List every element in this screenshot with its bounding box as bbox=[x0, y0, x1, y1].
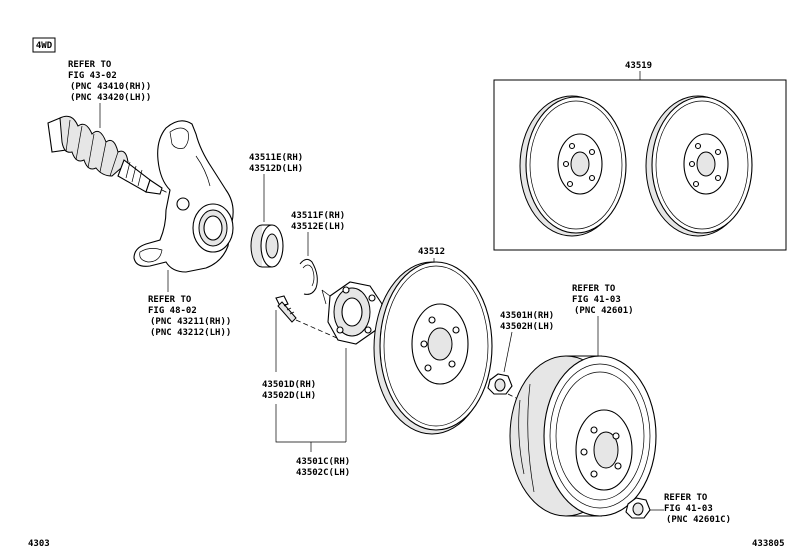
nut-label-rh: 43501H(RH) bbox=[500, 311, 554, 321]
ref-wheel-nut-line2: FIG 41-03 bbox=[664, 504, 713, 514]
drive-shaft-part[interactable] bbox=[47, 115, 179, 199]
nut-label-lh: 43502H(LH) bbox=[500, 322, 554, 332]
footer-left-code: 4303 bbox=[28, 539, 50, 549]
bearing-label-rh: 43511E(RH) bbox=[249, 153, 303, 163]
snap-ring-label-rh: 43511F(RH) bbox=[291, 211, 345, 221]
ref-wheel-nut-line3: (PNC 42601C) bbox=[666, 515, 731, 525]
4wd-badge: 4WD bbox=[32, 37, 56, 53]
hub-bolt-part[interactable] bbox=[275, 295, 297, 323]
snap-ring-label-lh: 43512E(LH) bbox=[291, 222, 345, 232]
wheel-part[interactable] bbox=[509, 355, 657, 517]
ref-driveshaft-line2: FIG 43-02 bbox=[68, 71, 117, 81]
ref-wheel-label[interactable]: REFER TO FIG 41-03 (PNC 42601) bbox=[572, 284, 634, 316]
ref-driveshaft-line4: (PNC 43420(LH)) bbox=[70, 93, 151, 103]
ref-knuckle-label[interactable]: REFER TO FIG 48-02 (PNC 43211(RH)) (PNC … bbox=[148, 295, 231, 338]
badge-text: 4WD bbox=[36, 41, 53, 51]
bearing-label-lh: 43512D(LH) bbox=[249, 164, 303, 174]
hub-bolt-label-rh: 43501D(RH) bbox=[262, 380, 316, 390]
hub-label-lh: 43502C(LH) bbox=[296, 468, 350, 478]
ref-wheel-line3: (PNC 42601) bbox=[574, 306, 634, 316]
wheel-bearing-part[interactable] bbox=[250, 224, 284, 268]
ref-driveshaft-line1: REFER TO bbox=[68, 60, 112, 70]
brake-rotor-part[interactable] bbox=[373, 261, 493, 435]
rotor-label[interactable]: 43512 bbox=[418, 247, 445, 257]
ref-knuckle-line2: FIG 48-02 bbox=[148, 306, 197, 316]
ref-knuckle-line3: (PNC 43211(RH)) bbox=[150, 317, 231, 327]
rotor-kit-right-part[interactable] bbox=[645, 95, 753, 237]
axle-hub-part[interactable] bbox=[321, 281, 383, 345]
leader-nut bbox=[503, 331, 513, 373]
snap-ring-label[interactable]: 43511F(RH) 43512E(LH) bbox=[291, 211, 345, 232]
bearing-label[interactable]: 43511E(RH) 43512D(LH) bbox=[249, 153, 303, 174]
ref-wheel-line1: REFER TO bbox=[572, 284, 616, 294]
hub-bolt-label[interactable]: 43501D(RH) 43502D(LH) bbox=[262, 380, 316, 401]
rotor-kit-box bbox=[493, 79, 787, 251]
ref-wheel-nut-line1: REFER TO bbox=[664, 493, 708, 503]
hub-bolt-label-lh: 43502D(LH) bbox=[262, 391, 316, 401]
rotor-kit-left-part[interactable] bbox=[519, 95, 627, 237]
snap-ring-part[interactable] bbox=[299, 258, 318, 295]
ref-knuckle-line1: REFER TO bbox=[148, 295, 192, 305]
steering-knuckle-part[interactable] bbox=[133, 120, 234, 273]
hub-label-rh: 43501C(RH) bbox=[296, 457, 350, 467]
ref-knuckle-line4: (PNC 43212(LH)) bbox=[150, 328, 231, 338]
ref-driveshaft-line3: (PNC 43410(RH)) bbox=[70, 82, 151, 92]
hub-nut-part[interactable] bbox=[487, 373, 513, 395]
nut-label[interactable]: 43501H(RH) 43502H(LH) bbox=[500, 311, 554, 332]
rotor-kit-label[interactable]: 43519 bbox=[625, 61, 652, 71]
ref-driveshaft-label[interactable]: REFER TO FIG 43-02 (PNC 43410(RH)) (PNC … bbox=[68, 60, 151, 103]
footer-right-code: 433805 bbox=[752, 539, 785, 549]
hub-label[interactable]: 43501C(RH) 43502C(LH) bbox=[296, 457, 350, 478]
wheel-nut-part[interactable] bbox=[625, 497, 651, 519]
bracket-hub bbox=[275, 404, 346, 443]
ref-wheel-nut-label[interactable]: REFER TO FIG 41-03 (PNC 42601C) bbox=[664, 493, 731, 525]
ref-wheel-line2: FIG 41-03 bbox=[572, 295, 621, 305]
